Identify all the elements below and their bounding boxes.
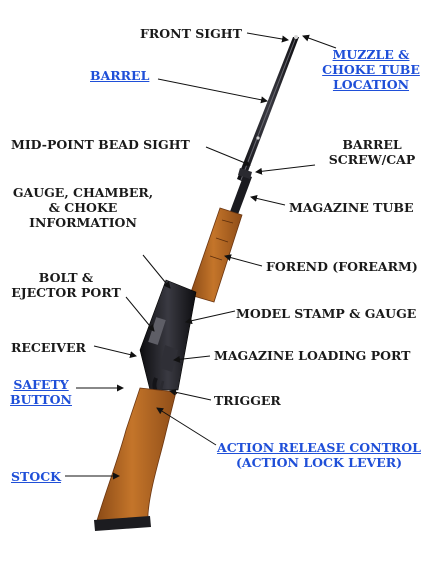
arrow-action-release bbox=[156, 407, 217, 446]
barrel-screw-line2: SCREW/CAP bbox=[328, 152, 416, 167]
label-mid-point-bead-sight: MID-POINT BEAD SIGHT bbox=[11, 137, 190, 152]
arrow-receiver bbox=[93, 345, 137, 359]
ejector-port-shape bbox=[148, 317, 166, 345]
label-front-sight: FRONT SIGHT bbox=[140, 26, 242, 41]
safety-line1: SAFETY bbox=[13, 377, 69, 392]
barrel-cap-shape bbox=[238, 168, 252, 179]
link-stock[interactable]: STOCK bbox=[11, 469, 62, 484]
label-bolt-ejector-port: BOLT & EJECTOR PORT bbox=[10, 270, 122, 300]
label-forend: FOREND (FOREARM) bbox=[266, 259, 418, 274]
forend-shape bbox=[189, 207, 243, 303]
mid-bead bbox=[256, 136, 260, 140]
gauge-line3: INFORMATION bbox=[29, 215, 137, 230]
gauge-line2: & CHOKE bbox=[48, 200, 118, 215]
barrel-rib bbox=[240, 36, 297, 181]
arrow-trigger bbox=[169, 388, 212, 401]
label-barrel-screw-cap: BARREL SCREW/CAP bbox=[322, 137, 422, 167]
link-barrel[interactable]: BARREL bbox=[90, 68, 150, 83]
muzzle-line1: MUZZLE & bbox=[332, 47, 410, 62]
safety-line2: BUTTON bbox=[10, 392, 72, 407]
arrow-bolt bbox=[125, 296, 155, 332]
bolt-line1: BOLT & bbox=[38, 270, 94, 285]
label-magazine-tube: MAGAZINE TUBE bbox=[289, 200, 414, 215]
action-release-line1: ACTION RELEASE CONTROL bbox=[217, 440, 421, 455]
label-magazine-loading-port: MAGAZINE LOADING PORT bbox=[214, 348, 411, 363]
front-sight-bead bbox=[294, 35, 298, 39]
arrow-mid-bead bbox=[205, 146, 251, 166]
arrow-front-sight bbox=[246, 32, 289, 43]
butt-pad-shape bbox=[94, 516, 151, 531]
muzzle-line3: LOCATION bbox=[332, 77, 410, 92]
label-model-stamp-gauge: MODEL STAMP & GAUGE bbox=[236, 306, 417, 321]
label-receiver: RECEIVER bbox=[11, 340, 86, 355]
arrow-gauge bbox=[142, 254, 171, 289]
action-release-line2: (ACTION LOCK LEVER) bbox=[235, 455, 403, 470]
muzzle-line2: CHOKE TUBE bbox=[322, 62, 420, 77]
label-gauge-chamber-choke: GAUGE, CHAMBER, & CHOKE INFORMATION bbox=[8, 185, 158, 230]
arrow-magazine-port bbox=[173, 355, 211, 363]
stock-shape bbox=[95, 387, 177, 525]
barrel-screw-line1: BARREL bbox=[342, 137, 402, 152]
receiver-shape bbox=[139, 279, 197, 391]
bolt-line2: EJECTOR PORT bbox=[11, 285, 121, 300]
arrow-barrel bbox=[157, 78, 268, 104]
link-muzzle-choke-tube[interactable]: MUZZLE & CHOKE TUBE LOCATION bbox=[318, 47, 424, 92]
arrow-barrel-screw bbox=[255, 164, 316, 175]
arrow-muzzle bbox=[302, 34, 337, 49]
arrow-forend bbox=[224, 254, 263, 267]
label-trigger: TRIGGER bbox=[214, 393, 281, 408]
gauge-line1: GAUGE, CHAMBER, bbox=[12, 185, 154, 200]
arrow-magazine-tube bbox=[250, 194, 286, 206]
arrow-model-stamp bbox=[185, 310, 236, 325]
link-action-release-control[interactable]: ACTION RELEASE CONTROL (ACTION LOCK LEVE… bbox=[212, 440, 426, 470]
link-safety-button[interactable]: SAFETY BUTTON bbox=[8, 377, 74, 407]
